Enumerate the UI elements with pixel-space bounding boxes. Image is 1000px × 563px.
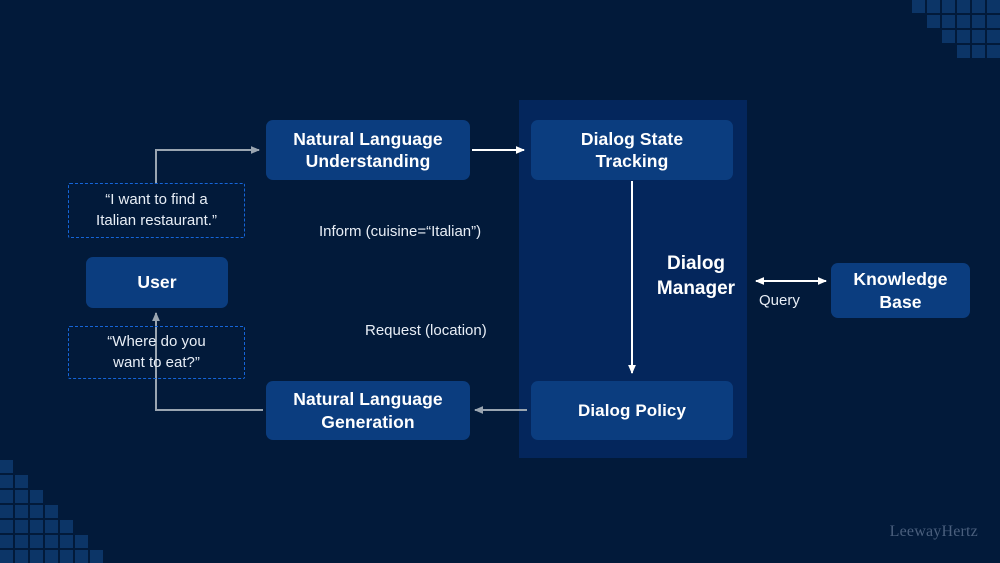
edge-nlg-to-user	[152, 312, 263, 411]
node-natural-language-generation[interactable]: Natural Language Generation	[266, 381, 470, 440]
nlg-label-line1: Natural Language	[293, 389, 443, 410]
nlu-label-line1: Natural Language	[293, 128, 443, 149]
edge-label-query: Query	[759, 292, 800, 309]
dialog-manager-label-line1: Dialog	[666, 253, 726, 274]
dialog-manager-label-line2: Manager	[656, 277, 736, 299]
edge-user-utterance-to-nlu	[155, 146, 260, 183]
system-reply-line1: “Where do you	[107, 333, 206, 351]
utterance-user-input: “I want to find a Italian restaurant.”	[68, 183, 245, 238]
node-knowledge-base[interactable]: Knowledge Base	[831, 263, 970, 318]
nlu-label-line2: Understanding	[305, 151, 431, 171]
user-label: User	[137, 272, 177, 293]
dialog-manager-label: Dialog Manager	[640, 252, 752, 301]
nlg-label-line2: Generation	[321, 411, 415, 432]
edge-label-inform: Inform (cuisine=“Italian”)	[319, 223, 482, 240]
kb-label-line2: Base	[879, 291, 922, 312]
user-input-line1: “I want to find a	[105, 191, 208, 209]
node-dialog-policy[interactable]: Dialog Policy	[531, 381, 733, 440]
node-user[interactable]: User	[86, 257, 228, 308]
node-natural-language-understanding[interactable]: Natural Language Understanding	[266, 120, 470, 180]
dialog-policy-label: Dialog Policy	[577, 400, 687, 420]
dst-label-line1: Dialog State	[580, 128, 684, 149]
edge-label-request: Request (location)	[365, 322, 487, 339]
system-reply-line2: want to eat?”	[113, 353, 200, 371]
user-input-line2: Italian restaurant.”	[96, 211, 217, 229]
watermark: LeewayHertz	[889, 523, 978, 540]
dst-label-line2: Tracking	[595, 151, 669, 171]
node-dialog-state-tracking[interactable]: Dialog State Tracking	[531, 120, 733, 180]
kb-label-line1: Knowledge	[853, 269, 948, 290]
utterance-system-reply: “Where do you want to eat?”	[68, 326, 245, 379]
